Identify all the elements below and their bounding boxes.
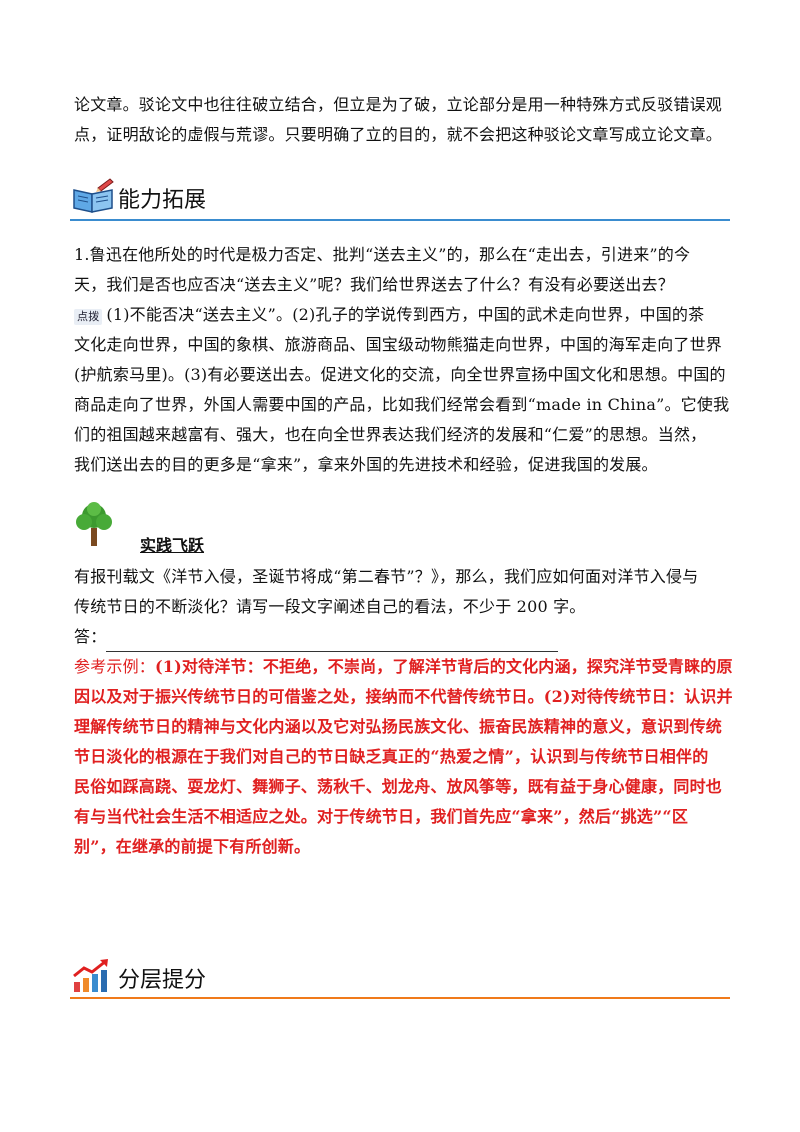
reference-label: 参考示例：	[74, 657, 156, 676]
rising-chart-icon	[72, 958, 112, 994]
answer-blank-line	[106, 633, 559, 652]
practice-line: 有报刊载文《洋节入侵，圣诞节将成“第二春节”？》，那么，我们应如何面对洋节入侵与	[74, 567, 699, 586]
practice-title: 实践飞跃	[140, 536, 205, 555]
practice-line: 传统节日的不断淡化？请写一段文字阐述自己的看法，不少于 200 字。	[74, 597, 586, 616]
hint-line: (护航索马里)。(3)有必要送出去。促进文化的交流，向全世界宣扬中国文化和思想。…	[74, 365, 726, 384]
hint-line: (1)不能否决“送去主义”。(2)孔子的学说传到西方，中国的武术走向世界，中国的…	[106, 305, 705, 324]
section-title-layered: 分层提分	[118, 968, 207, 993]
hint-line: 们的祖国越来越富有、强大，也在向全世界表达我们经济的发展和“仁爱”的思想。当然，	[74, 425, 707, 444]
reference-line: 节日淡化的根源在于我们对自己的节日缺乏真正的“热爱之情”，认识到与传统节日相伴的	[74, 747, 709, 766]
reference-line: 民俗如踩高跷、耍龙灯、舞狮子、荡秋千、划龙舟、放风筝等，既有益于身心健康，同时也	[74, 777, 723, 796]
hint-line: 文化走向世界，中国的象棋、旅游商品、国宝级动物熊猫走向世界，中国的海军走向了世界	[74, 335, 723, 354]
question-line: 天，我们是否也应否决“送去主义”呢？我们给世界送去了什么？有没有必要送出去？	[74, 275, 674, 294]
reference-line: 因以及对于振兴传统节日的可借鉴之处，接纳而不代替传统节日。(2)对待传统节日：认…	[74, 687, 733, 706]
reference-answer: 参考示例：(1)对待洋节：不拒绝，不崇尚，了解洋节背后的文化内涵，探究洋节受青睐…	[74, 652, 734, 862]
question-line: 1.鲁迅在他所处的时代是极力否定、批判“送去主义”的，那么在“走出去，引进来”的…	[74, 245, 691, 264]
hint-badge: 点拨	[74, 309, 103, 325]
question-1: 1.鲁迅在他所处的时代是极力否定、批判“送去主义”的，那么在“走出去，引进来”的…	[74, 240, 734, 300]
intro-line: 论文章。驳论文中也往往破立结合，但立是为了破，立论部分是用一种特殊方式反驳错误观	[74, 95, 723, 114]
section-divider	[70, 219, 730, 221]
intro-line: 点，证明敌论的虚假与荒谬。只要明确了立的目的，就不会把这种驳论文章写成立论文章。	[74, 125, 723, 144]
hint-line: 我们送出去的目的更多是“拿来”，拿来外国的先进技术和经验，促进我国的发展。	[74, 455, 658, 474]
section-divider	[70, 997, 730, 999]
reference-line: 别”，在继承的前提下有所创新。	[74, 837, 311, 856]
answer-label: 答：	[74, 627, 107, 646]
practice-question: 有报刊载文《洋节入侵，圣诞节将成“第二春节”？》，那么，我们应如何面对洋节入侵与…	[74, 562, 734, 652]
hint-answer: 点拨(1)不能否决“送去主义”。(2)孔子的学说传到西方，中国的武术走向世界，中…	[74, 300, 734, 480]
tree-icon	[74, 500, 114, 548]
reference-line: (1)对待洋节：不拒绝，不崇尚，了解洋节背后的文化内涵，探究洋节受青睐的原	[155, 657, 733, 676]
hint-line: 商品走向了世界，外国人需要中国的产品，比如我们经常会看到“made in Chi…	[74, 395, 730, 414]
open-book-pencil-icon	[72, 178, 116, 214]
reference-line: 理解传统节日的精神与文化内涵以及它对弘扬民族文化、振奋民族精神的意义，意识到传统	[74, 717, 723, 736]
section-title-ability: 能力拓展	[118, 188, 207, 213]
reference-line: 有与当代社会生活不相适应之处。对于传统节日，我们首先应“拿来”，然后“挑选”“区	[74, 807, 689, 826]
intro-paragraph: 论文章。驳论文中也往往破立结合，但立是为了破，立论部分是用一种特殊方式反驳错误观…	[74, 90, 734, 150]
